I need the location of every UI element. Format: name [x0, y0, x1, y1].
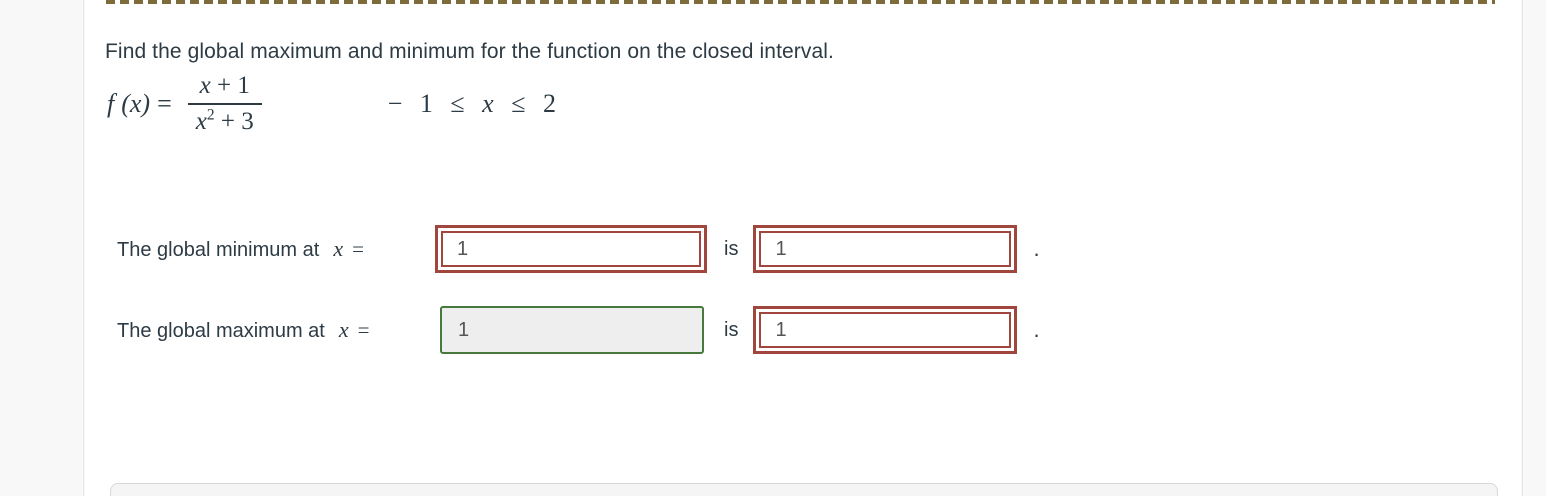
max-x-input — [440, 306, 704, 354]
connector-text: is — [724, 318, 739, 341]
min-value-input-frame — [753, 225, 1018, 273]
answer-row-minimum: The global minimum atx= is . — [117, 225, 1521, 273]
question-separator — [106, 0, 1495, 4]
function-name: f — [107, 88, 115, 118]
equals-sign: = — [352, 237, 364, 261]
fraction-numerator: x + 1 — [199, 72, 250, 99]
min-value-input[interactable] — [759, 231, 1012, 267]
exponent: 2 — [206, 106, 215, 124]
equals-sign: = — [357, 318, 370, 342]
sentence-period: . — [1033, 236, 1040, 261]
right-gutter — [1522, 0, 1546, 496]
interval-constraint: − 1 ≤ x ≤ 2 — [387, 88, 557, 118]
function-formula: f (x) = x + 1 x2 + 3 − 1 ≤ x ≤ 2 — [107, 72, 1521, 135]
next-card-edge — [110, 483, 1498, 496]
connector-text: is — [724, 237, 739, 260]
max-value-input[interactable] — [759, 312, 1012, 348]
question-card: Find the global maximum and minimum for … — [85, 0, 1521, 496]
variable-x: x — [333, 236, 344, 261]
answers-section: The global minimum atx= is . The global … — [117, 225, 1521, 354]
max-value-input-frame — [753, 306, 1018, 354]
max-x-input-frame — [435, 306, 707, 354]
sentence-period: . — [1033, 317, 1040, 342]
min-x-input[interactable] — [441, 231, 701, 267]
function-argument: (x) — [121, 88, 151, 118]
variable-x: x — [338, 317, 349, 342]
answer-row-maximum: The global maximum atx= is . — [117, 306, 1521, 354]
fraction-denominator: x2 + 3 — [187, 102, 262, 136]
min-x-input-frame — [435, 225, 707, 273]
fraction: x + 1 x2 + 3 — [187, 72, 262, 136]
left-gutter — [0, 0, 84, 496]
question-prompt: Find the global maximum and minimum for … — [105, 40, 834, 63]
equals-sign: = — [157, 88, 172, 118]
function-lhs: f (x) = — [107, 89, 172, 119]
